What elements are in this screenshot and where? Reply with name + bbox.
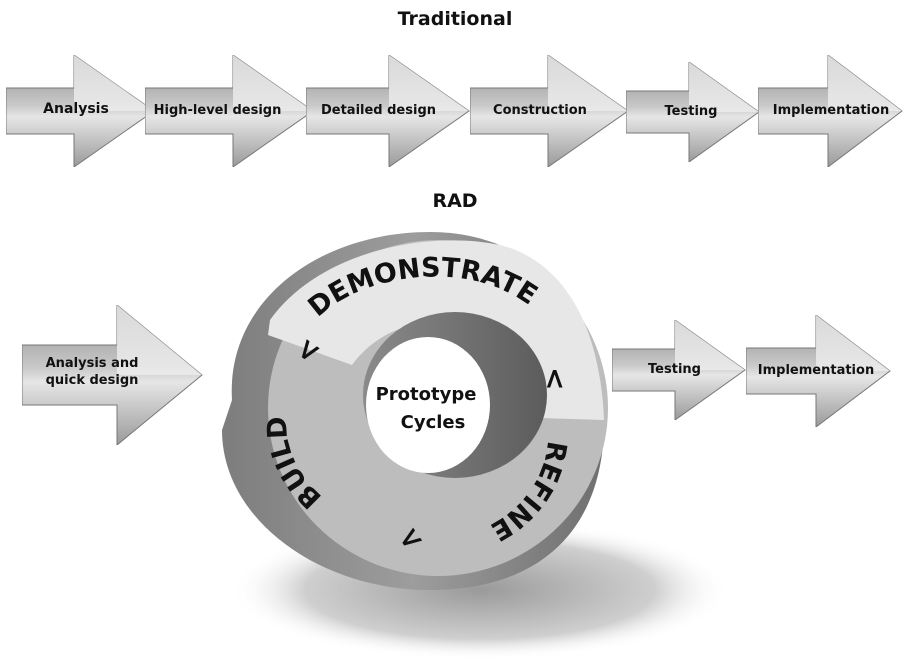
ring-top-band: [268, 240, 604, 420]
rad-step-implementation: Implementation: [746, 315, 892, 427]
cycle-chevron-icon: <: [539, 367, 572, 390]
step-label: Implementation: [772, 103, 890, 118]
step-label: Detailed design: [320, 103, 437, 118]
traditional-step-analysis: Analysis: [6, 55, 156, 167]
step-label: High-level design: [153, 103, 282, 118]
step-label: Testing: [664, 104, 718, 119]
step-label-line1: Analysis and: [45, 356, 139, 371]
step-label: Testing: [648, 362, 701, 377]
step-label: Implementation: [757, 363, 875, 378]
cycle-center-line1: Prototype: [376, 384, 477, 405]
step-label: Analysis and quick design: [22, 355, 162, 389]
step-label-line2: quick design: [45, 373, 139, 388]
traditional-step-detailed-design: Detailed design: [306, 55, 471, 167]
step-label: Analysis: [43, 101, 109, 117]
traditional-step-construction: Construction: [470, 55, 630, 167]
step-label: Construction: [493, 103, 587, 118]
ring-hole: [366, 337, 490, 473]
rad-step-analysis-quick-design: Analysis and quick design: [22, 305, 204, 445]
cycle-center-line2: Cycles: [401, 412, 466, 433]
rad-step-testing: Testing: [612, 320, 747, 420]
rad-title: RAD: [432, 190, 478, 212]
traditional-step-testing: Testing: [626, 62, 761, 162]
traditional-title: Traditional: [397, 8, 513, 30]
traditional-step-high-level-design: High-level design: [145, 55, 315, 167]
traditional-step-implementation: Implementation: [758, 55, 904, 167]
